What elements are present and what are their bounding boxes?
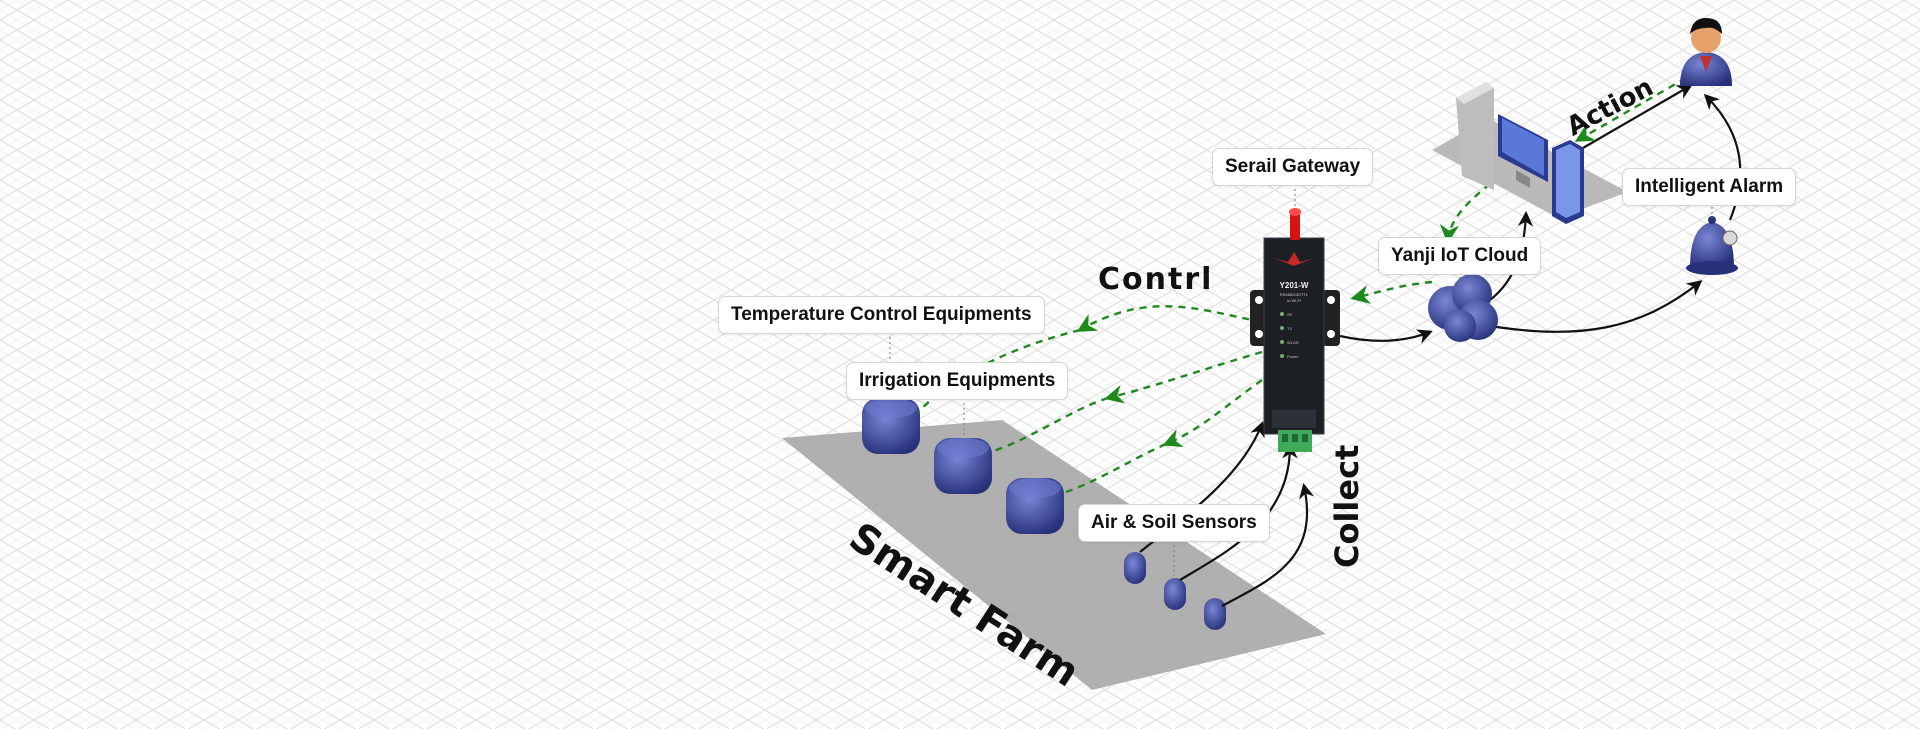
collect-text: Collect [1328, 444, 1366, 568]
device-subtitle-2: to Wi-Fi [1287, 298, 1301, 303]
equipment-cube-icon [934, 438, 992, 494]
control-text: Contrl [1098, 262, 1214, 297]
yanji-cloud-label: Yanji IoT Cloud [1378, 237, 1542, 275]
gateway-to-cloud-arrow [1339, 329, 1433, 344]
cloud-to-gateway-arrow [1350, 280, 1433, 304]
sensor-icon [1204, 598, 1226, 630]
computer-to-cloud-arrow [1439, 183, 1491, 244]
equipment-cube-icon [862, 398, 920, 454]
serial-gateway-label: Serail Gateway [1212, 148, 1374, 186]
device-led-label: TX [1287, 326, 1292, 331]
device-led-label: Power [1287, 354, 1299, 359]
sensor-icon [1164, 578, 1186, 610]
bell-icon [1686, 216, 1738, 275]
device-led-label: WLAN [1287, 340, 1299, 345]
farm-platform [782, 420, 1326, 690]
temperature-control-label: Temperature Control Equipments [718, 296, 1045, 334]
person-icon [1680, 18, 1732, 86]
sensors-label: Air & Soil Sensors [1078, 504, 1270, 542]
gateway-device-icon [1250, 208, 1340, 452]
device-model-text: Y201-W [1280, 281, 1309, 290]
device-subtitle-1: RS485/232/TTL [1280, 292, 1309, 297]
intelligent-alarm-label: Intelligent Alarm [1622, 168, 1797, 206]
computer-icon [1456, 82, 1548, 190]
equipment-cube-icon [1006, 478, 1064, 534]
cloud-icon [1428, 274, 1498, 342]
device-led-label: SE [1287, 312, 1293, 317]
phone-icon [1552, 140, 1584, 224]
cloud-to-alarm-arrow [1489, 280, 1703, 333]
irrigation-label: Irrigation Equipments [846, 362, 1069, 400]
sensor-icon [1124, 552, 1146, 584]
